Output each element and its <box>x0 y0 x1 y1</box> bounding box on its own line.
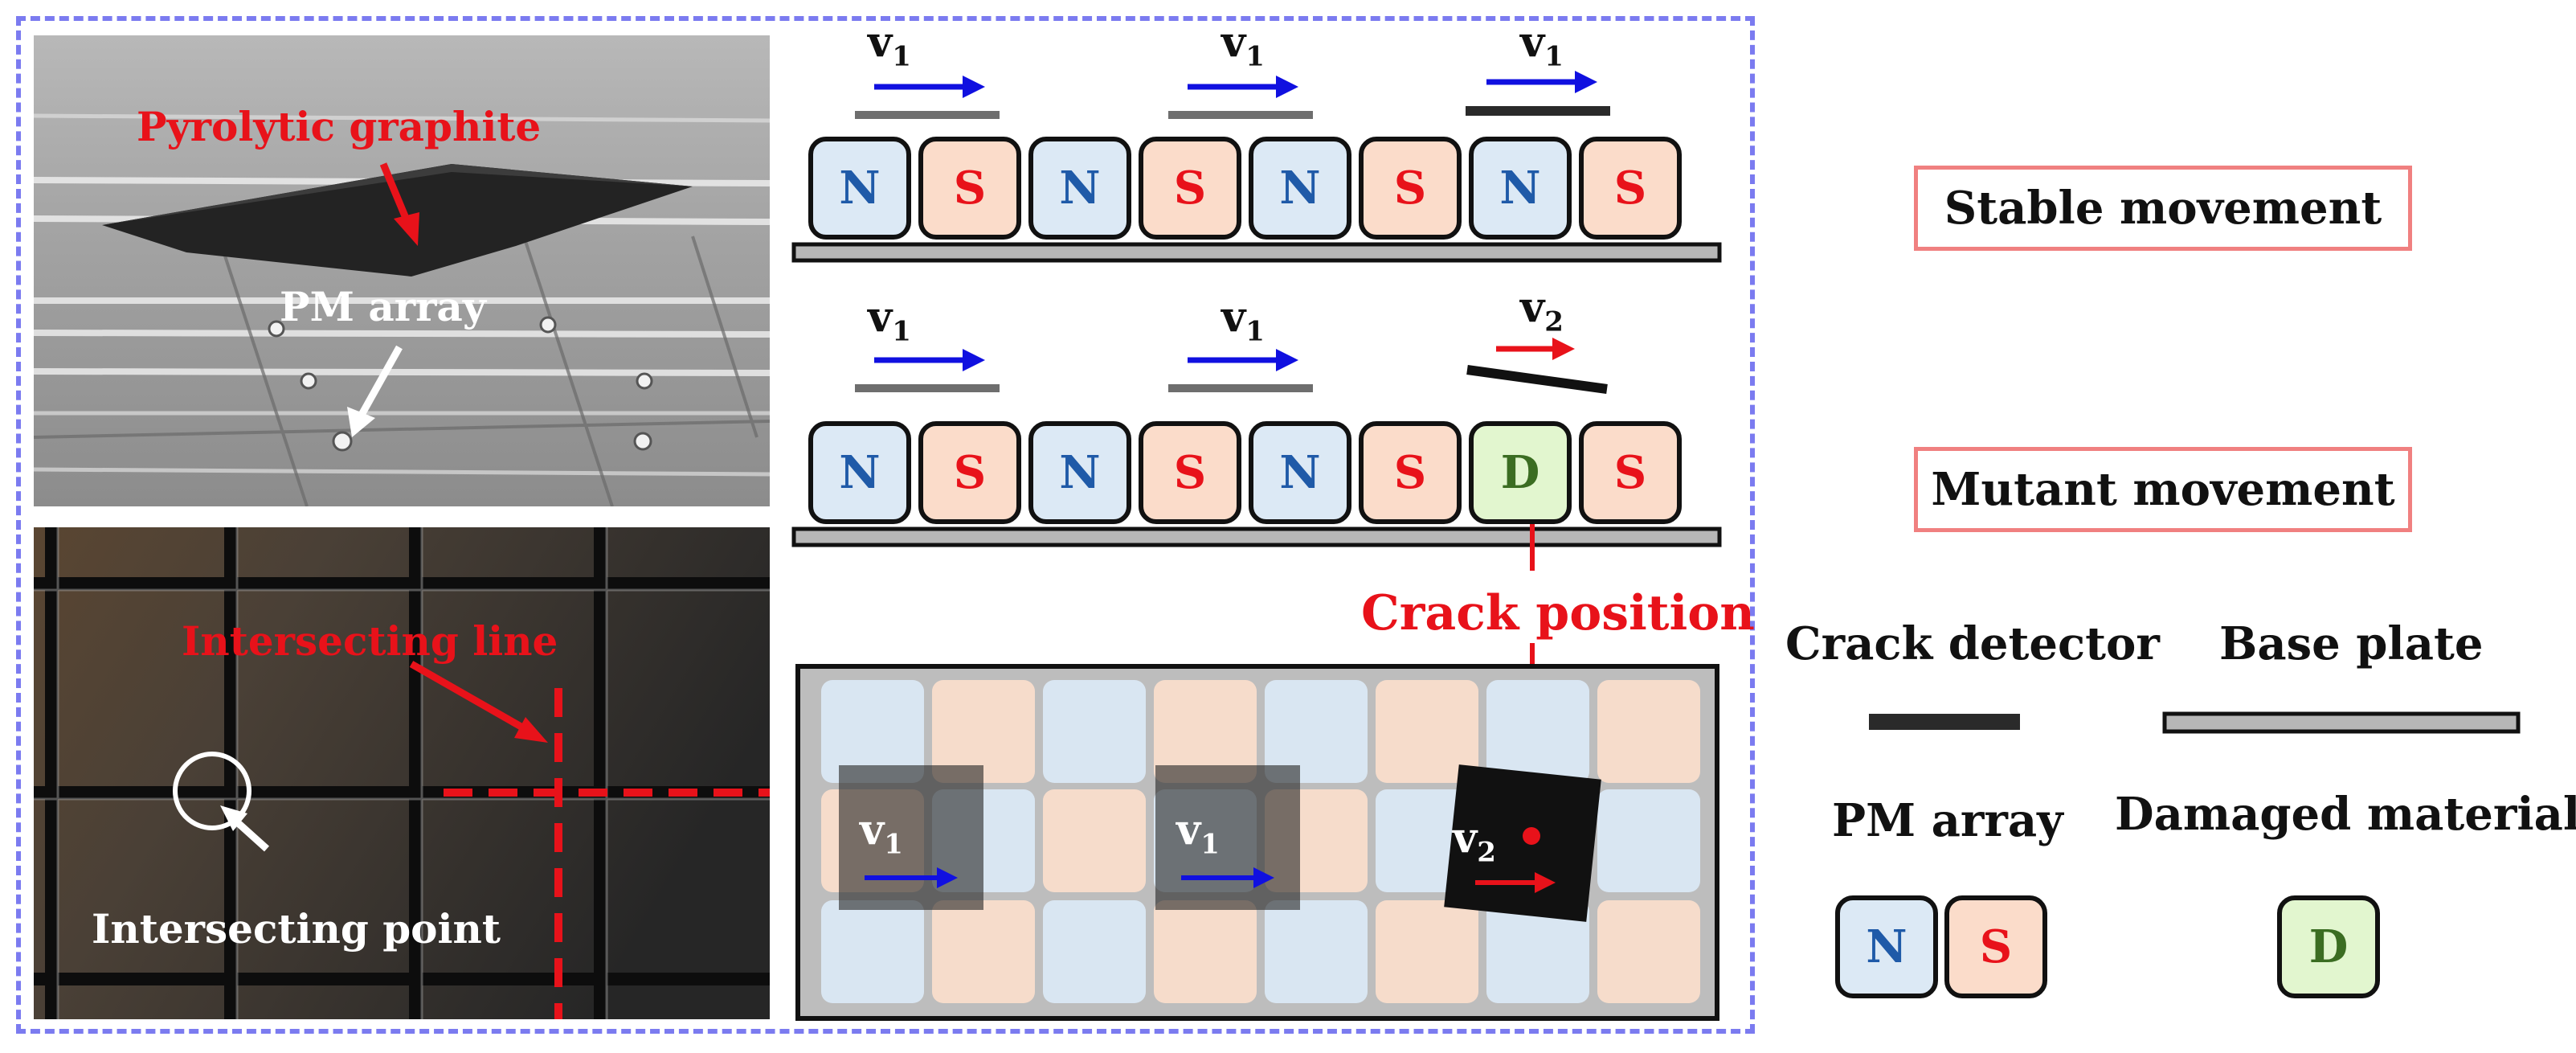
blue-arrow <box>1181 867 1274 888</box>
pm-cell-s <box>1154 900 1257 1003</box>
magnet-s: S <box>1579 137 1682 240</box>
legend-crack-detector-label: Crack detector <box>1785 617 2160 670</box>
blue-arrow <box>874 349 985 371</box>
magnet-n: N <box>808 421 911 524</box>
graphite-sheet <box>1168 384 1313 392</box>
label-crack-position: Crack position <box>1361 585 1755 641</box>
tilted-crack-detector <box>1466 365 1608 394</box>
graphite-square <box>1155 765 1300 910</box>
pm-cell-n <box>1486 680 1589 783</box>
magnet-s: S <box>1359 137 1462 240</box>
magnet-damaged: D <box>1469 421 1572 524</box>
speed-label: v1 <box>1221 293 1265 348</box>
pm-cell-n <box>1265 900 1368 1003</box>
speed-label: v1 <box>1176 805 1220 861</box>
magnet-s: S <box>1579 421 1682 524</box>
magnet-s: S <box>918 421 1021 524</box>
speed-label: v1 <box>860 805 903 861</box>
magnet-s: S <box>1139 421 1241 524</box>
speed-label: v1 <box>868 293 911 348</box>
pm-grid-photo-image <box>34 527 770 1019</box>
magnet-s: S <box>918 137 1021 240</box>
legend-crack-detector-swatch <box>1869 714 2020 730</box>
pm-cell-s <box>932 900 1035 1003</box>
blue-arrow <box>1486 71 1597 93</box>
speed-label: v2 <box>1520 283 1564 338</box>
speed-label: v2 <box>1453 813 1496 869</box>
magnet-n: N <box>1249 137 1351 240</box>
blue-arrow <box>1188 76 1298 98</box>
blue-arrow <box>874 76 985 98</box>
pm-cell-s <box>1376 900 1478 1003</box>
legend-stable-movement: Stable movement <box>1914 166 2412 251</box>
crack-detector <box>1466 106 1610 116</box>
pm-cell-n <box>1043 680 1146 783</box>
photo-levitation: Pyrolytic graphite PM array <box>34 35 770 506</box>
legend-base-plate-label: Base plate <box>2219 617 2484 670</box>
legend-magnet-n: N <box>1835 895 1938 998</box>
graphite-sheet <box>855 384 1000 392</box>
speed-label: v1 <box>1221 18 1265 73</box>
speed-label: v1 <box>868 18 911 73</box>
blue-arrow <box>1188 349 1298 371</box>
photo-pm-grid: Intersecting line Intersecting point <box>34 527 770 1019</box>
base-plate <box>791 242 1722 263</box>
pm-cell-n <box>1597 789 1700 892</box>
red-arrow <box>1496 338 1575 360</box>
magnet-n: N <box>1028 137 1131 240</box>
base-plate <box>791 526 1722 547</box>
graphite-square <box>839 765 983 910</box>
blue-arrow <box>865 867 958 888</box>
red-arrow <box>1475 872 1556 893</box>
label-intersecting-point: Intersecting point <box>92 905 501 953</box>
legend-base-plate-swatch <box>2162 711 2521 734</box>
graphite-sheet <box>1168 111 1313 119</box>
magnet-s: S <box>1359 421 1462 524</box>
legend-pm-array-label: PM array <box>1832 794 2063 847</box>
pm-cell-s <box>1043 789 1146 892</box>
magnet-n: N <box>1249 421 1351 524</box>
speed-label: v1 <box>1520 18 1564 73</box>
legend-mutant-movement: Mutant movement <box>1914 447 2412 532</box>
levitation-photo-image <box>34 35 770 506</box>
legend-magnet-s: S <box>1944 895 2047 998</box>
label-intersecting-line: Intersecting line <box>182 617 558 665</box>
pm-cell-n <box>821 900 924 1003</box>
legend-damaged-material-label: Damaged material <box>2115 788 2576 841</box>
magnet-n: N <box>1469 137 1572 240</box>
crack-dot <box>1523 827 1540 845</box>
top-view-arrows <box>865 827 1556 893</box>
label-pm-array: PM array <box>280 283 486 330</box>
pm-cell-s <box>1597 680 1700 783</box>
magnet-n: N <box>1028 421 1131 524</box>
pm-cell-s <box>1597 900 1700 1003</box>
pm-cell-n <box>1043 900 1146 1003</box>
dashed-frame <box>16 16 1755 1034</box>
magnet-s: S <box>1139 137 1241 240</box>
graphite-sheet <box>855 111 1000 119</box>
top-view: v1 v1 v2 <box>795 664 1719 1021</box>
magnet-n: N <box>808 137 911 240</box>
legend-magnet-damaged: D <box>2277 895 2380 998</box>
label-pyrolytic-graphite: Pyrolytic graphite <box>137 103 542 150</box>
